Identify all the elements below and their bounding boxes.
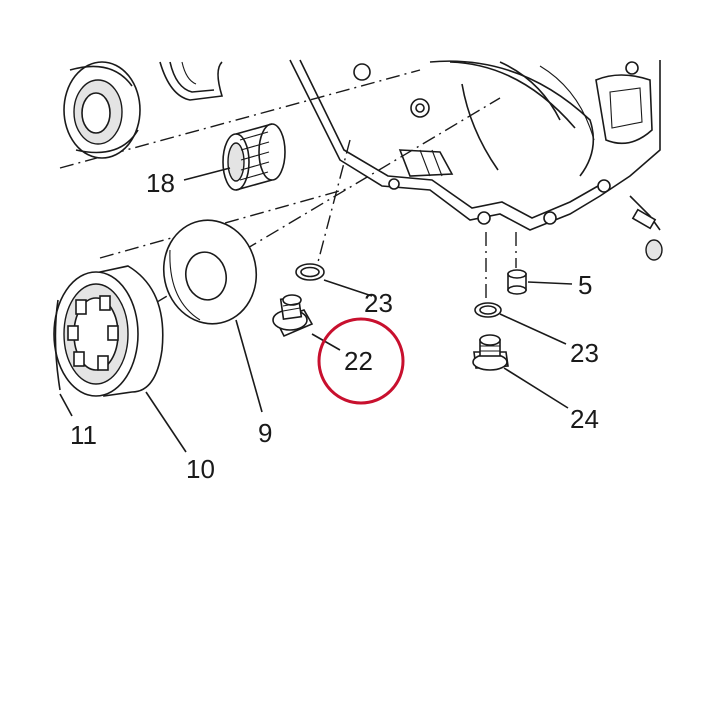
label-22: 22 xyxy=(344,346,373,376)
part-5-dowel xyxy=(507,269,527,295)
label-10: 10 xyxy=(186,454,215,484)
label-24: 24 xyxy=(570,404,599,434)
label-23-left: 23 xyxy=(364,288,393,318)
part-22-plug xyxy=(272,294,314,338)
part-23-oring-left xyxy=(295,263,325,281)
seal-top xyxy=(159,61,224,101)
part-24-plug xyxy=(472,334,509,371)
part-10-roller-bearing xyxy=(53,265,164,397)
bearing-top-left xyxy=(63,61,141,159)
part-11-seal xyxy=(54,299,61,391)
part-23-oring-right xyxy=(474,302,502,318)
label-18: 18 xyxy=(146,168,175,198)
label-9: 9 xyxy=(258,418,272,448)
leader-lines xyxy=(59,167,573,453)
part-9-washer xyxy=(162,219,258,325)
label-11: 11 xyxy=(70,420,97,450)
highlight-circle xyxy=(317,317,405,405)
label-5: 5 xyxy=(578,270,592,300)
crankcase xyxy=(289,59,663,261)
label-23-right: 23 xyxy=(570,338,599,368)
part-18-needle-bearing xyxy=(222,123,286,191)
part-labels: 18 23 22 5 23 24 11 10 9 xyxy=(70,168,599,484)
